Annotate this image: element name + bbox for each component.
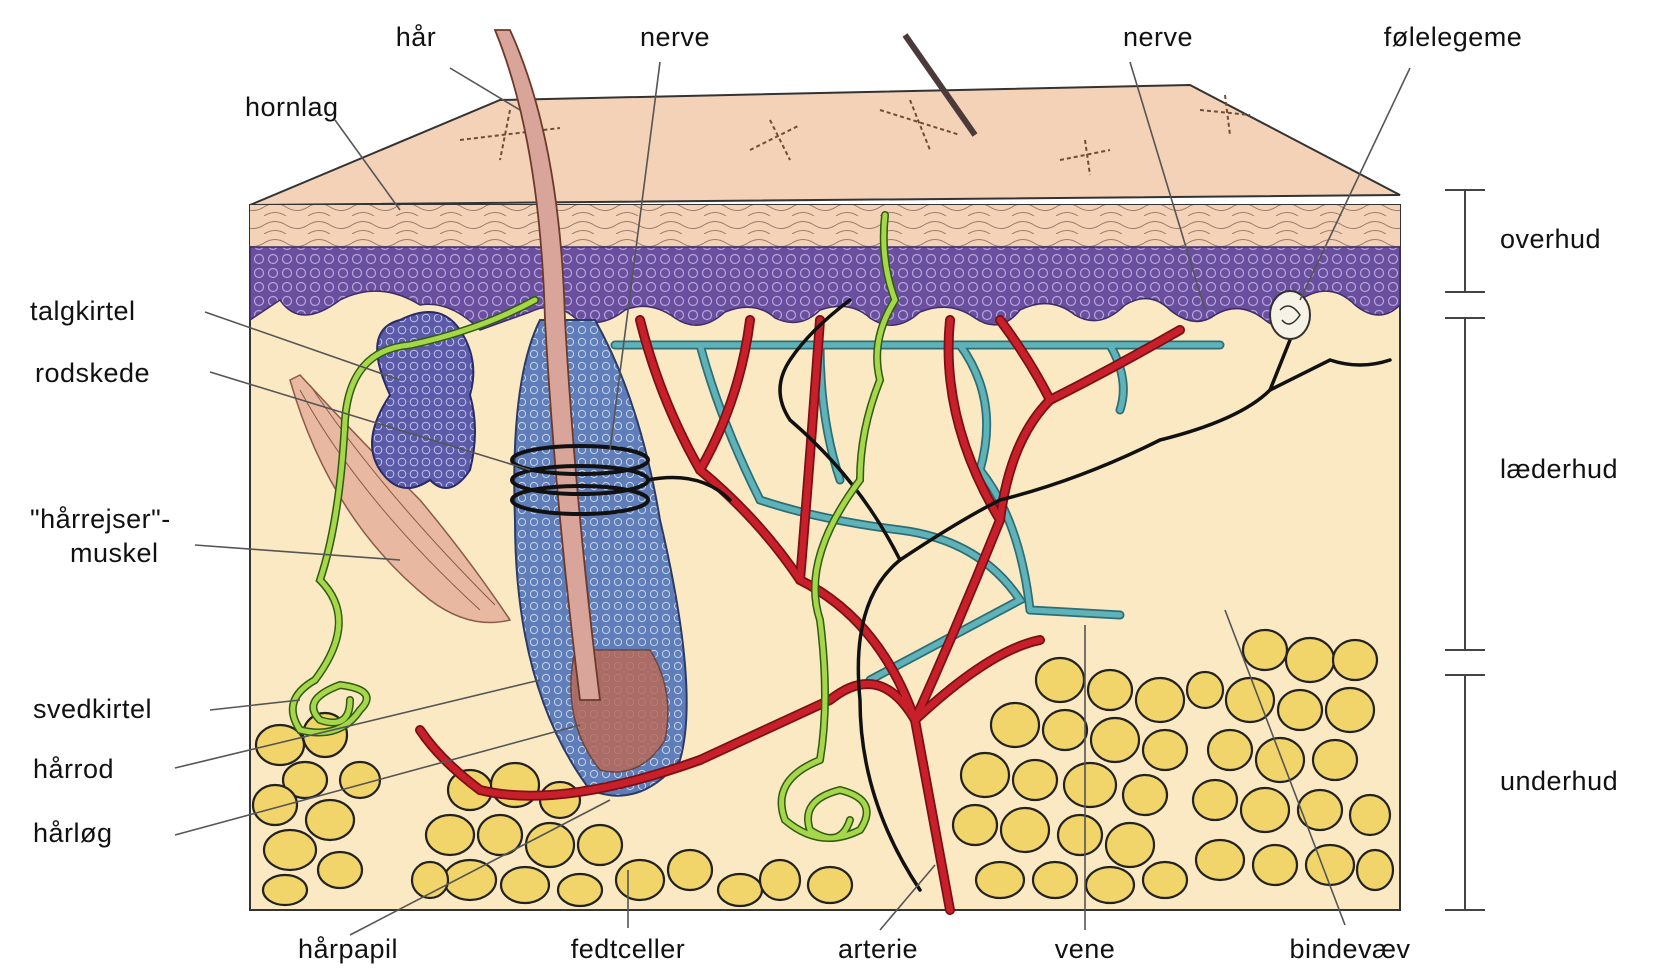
label-folelegeme: følelegeme — [1384, 22, 1523, 52]
label-harpapil: hårpapil — [298, 934, 398, 964]
label-arterie: arterie — [838, 934, 918, 964]
label-underhud: underhud — [1500, 766, 1618, 796]
sensory-receptor-icon — [1270, 291, 1310, 339]
label-harrejser-line2: muskel — [70, 538, 159, 568]
label-hornlag: hornlag — [245, 92, 339, 122]
horn-layer — [250, 205, 1400, 247]
label-harrejser-line1: "hårrejser"- — [30, 504, 171, 534]
label-vene: vene — [1055, 934, 1116, 964]
label-fedtceller: fedtceller — [571, 934, 686, 964]
label-svedkirtel: svedkirtel — [33, 694, 152, 724]
label-harrod: hårrod — [33, 754, 114, 784]
label-overhud: overhud — [1500, 224, 1601, 254]
label-har: hår — [396, 22, 437, 52]
label-talgkirtel: talgkirtel — [30, 296, 136, 326]
layer-brackets — [1445, 190, 1485, 910]
label-laederhud: læderhud — [1500, 454, 1618, 484]
label-nerve-right: nerve — [1123, 22, 1193, 52]
label-bindevaev: bindevæv — [1289, 934, 1410, 964]
label-harlog: hårløg — [33, 818, 113, 848]
label-rodskede: rodskede — [35, 358, 150, 388]
label-nerve-left: nerve — [640, 22, 710, 52]
epidermis-top-surface — [250, 85, 1400, 205]
